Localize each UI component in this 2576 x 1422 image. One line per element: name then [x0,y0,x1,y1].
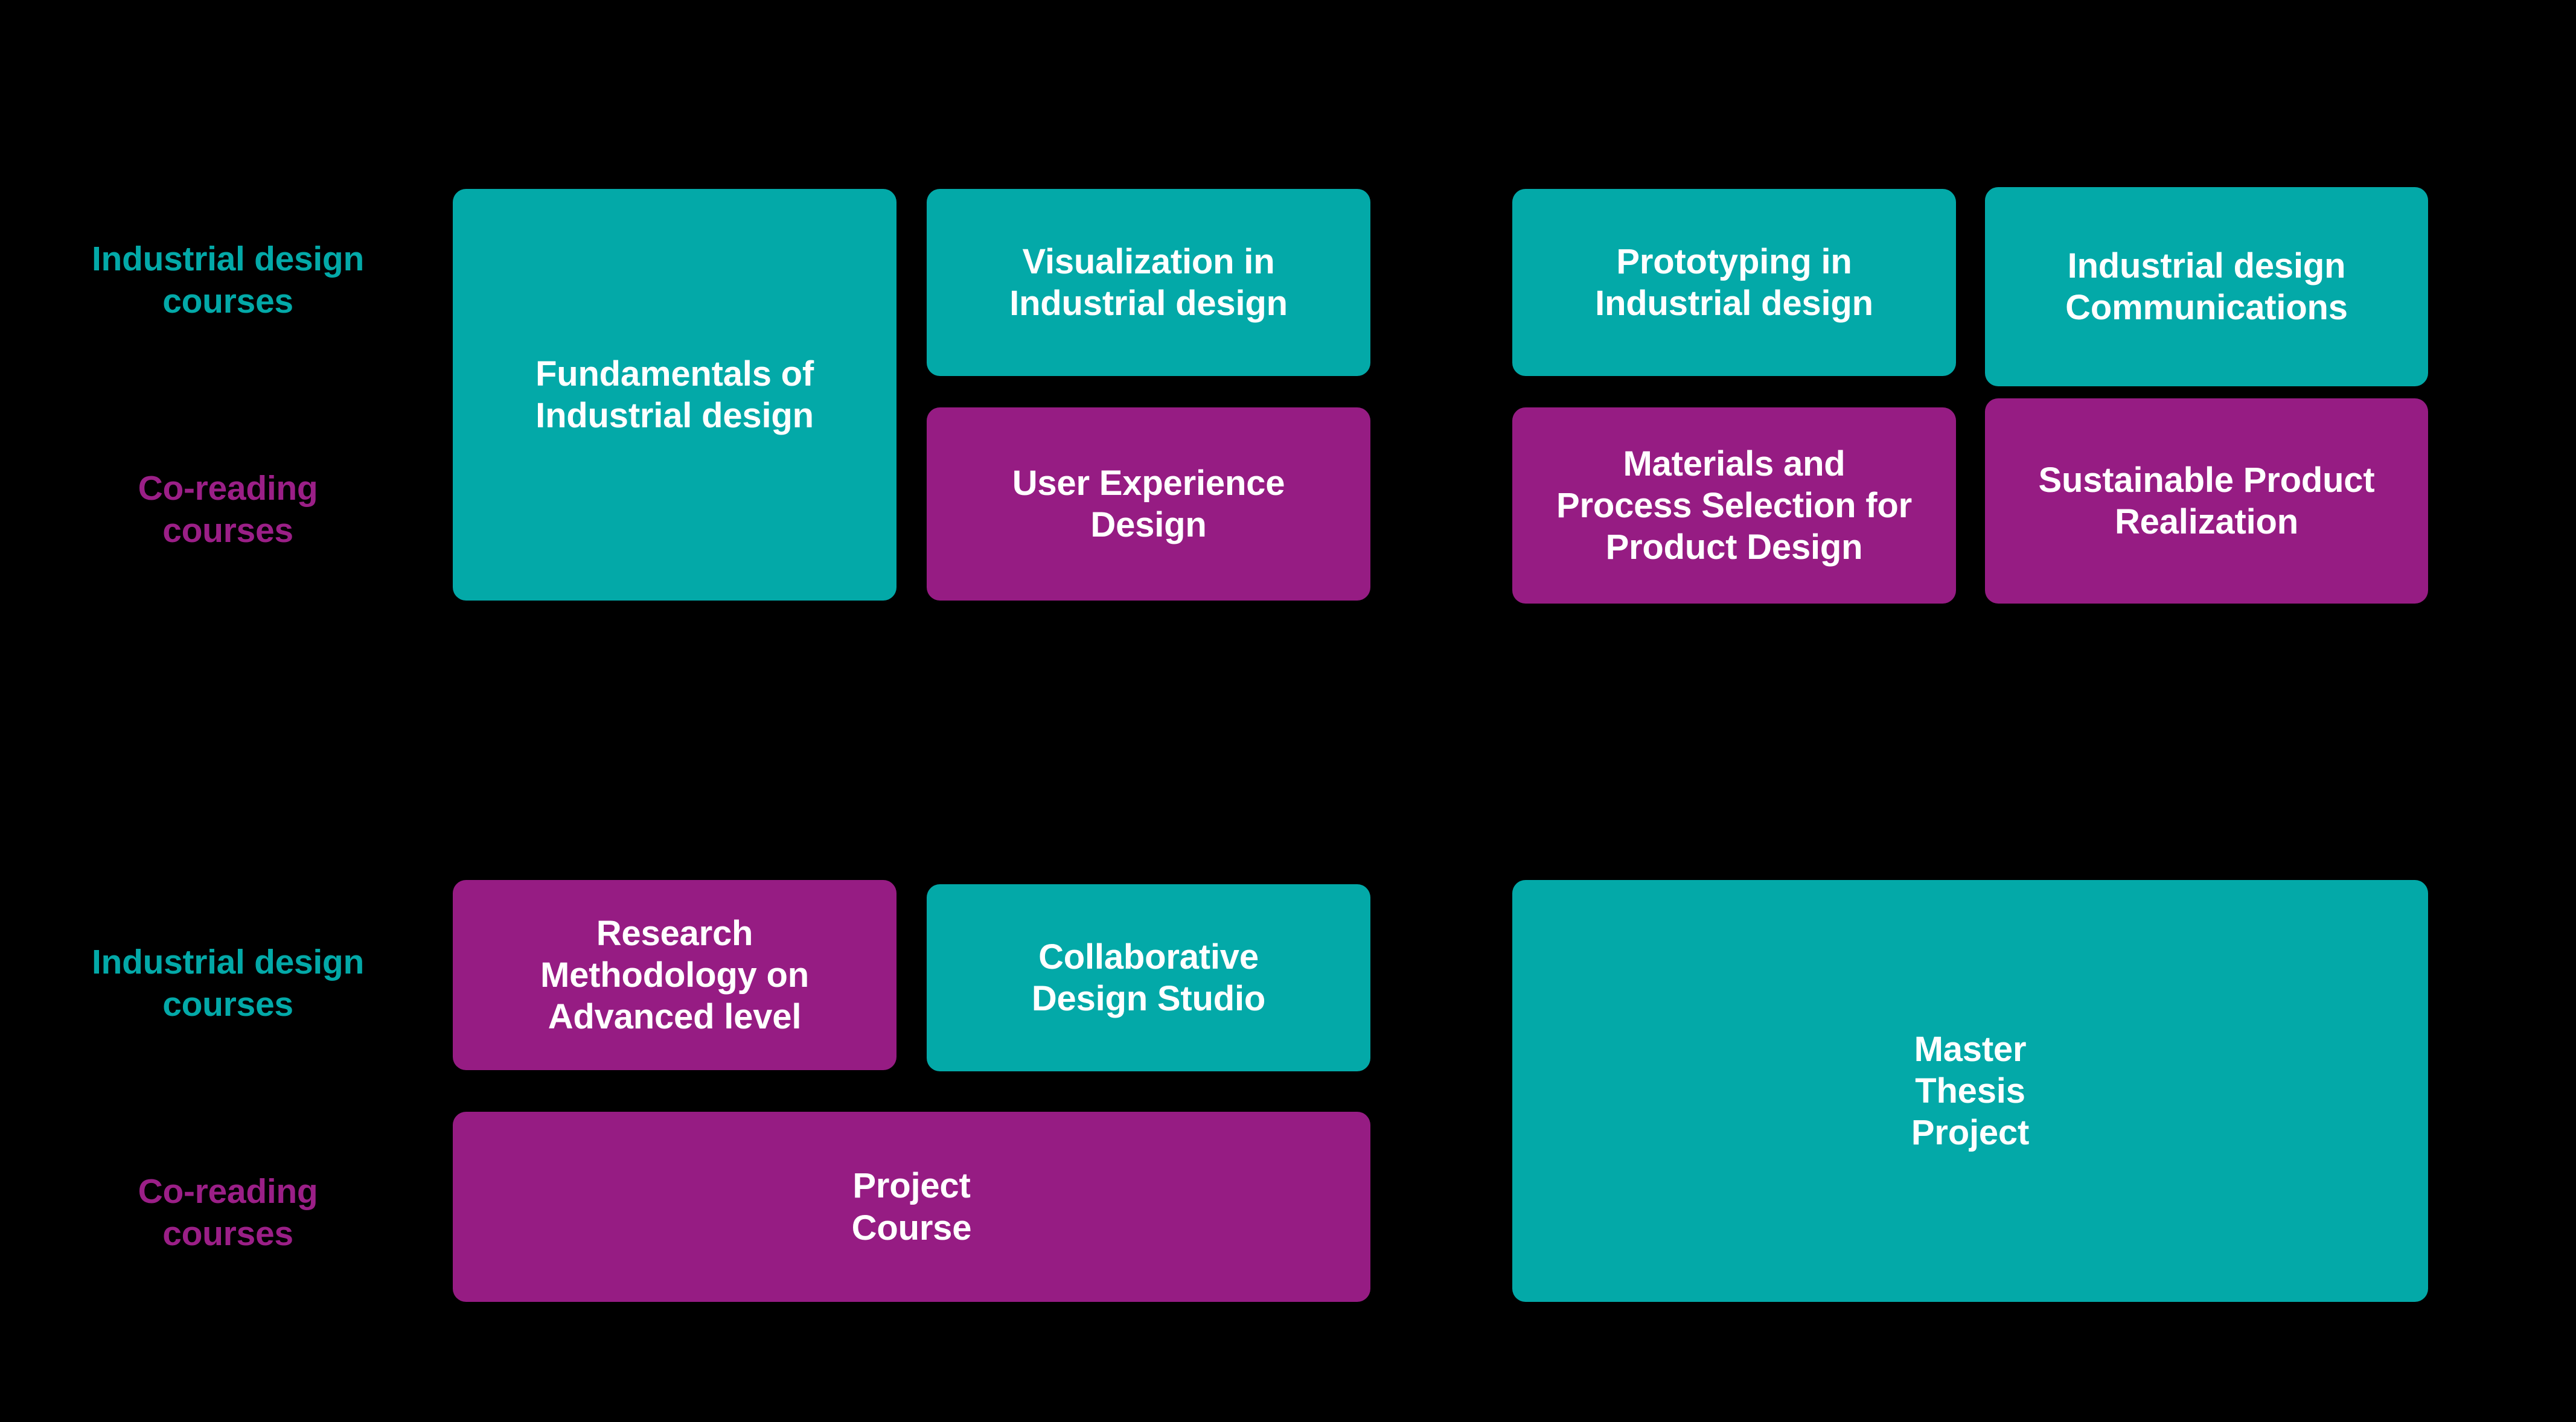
row-label-year1-industrial-design-courses: Industrial design courses [92,240,364,320]
course-card-industrial-design-communications[interactable]: Industrial design Communications [1985,187,2428,386]
course-card-fundamentals-of-industrial-design[interactable]: Fundamentals of Industrial design [453,189,896,601]
course-card-visualization-in-industrial-design[interactable]: Visualization in Industrial design [927,189,1370,376]
course-card-sustainable-product-realization[interactable]: Sustainable Product Realization [1985,398,2428,604]
course-card-collaborative-design-studio[interactable]: Collaborative Design Studio [927,884,1370,1071]
row-label-year2-industrial-design-courses: Industrial design courses [92,943,364,1024]
course-card-materials-and-process-selection-for-product-design[interactable]: Materials and Process Selection for Prod… [1512,407,1956,604]
row-label-year1-co-reading-courses: Co-reading courses [138,469,318,550]
row-label-year2-co-reading-courses: Co-reading courses [138,1172,318,1253]
course-card-prototyping-in-industrial-design[interactable]: Prototyping in Industrial design [1512,189,1956,376]
course-card-master-thesis-project[interactable]: Master Thesis Project [1512,880,2428,1302]
course-card-user-experience-design[interactable]: User Experience Design [927,407,1370,601]
course-card-research-methodology-on-advanced-level[interactable]: Research Methodology on Advanced level [453,880,896,1070]
course-card-project-course[interactable]: Project Course [453,1112,1370,1302]
